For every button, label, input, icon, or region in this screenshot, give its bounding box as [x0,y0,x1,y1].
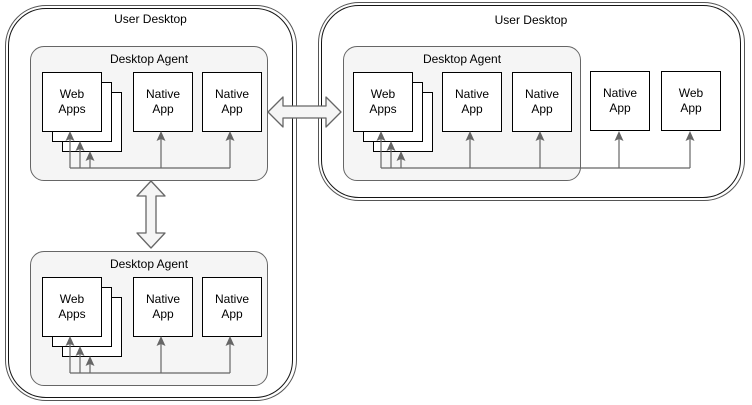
app-box-web-app-standalone: Web App [661,71,721,131]
app-box-web-apps: Web Apps [353,72,413,132]
app-label: Native App [602,86,637,115]
app-box-web-apps: Web Apps [42,72,102,132]
app-label: Native App [145,292,180,321]
desktop-title: User Desktop [494,13,568,27]
user-desktop-left: User Desktop Desktop Agent Web Apps Nati… [5,5,297,401]
app-box-native-app: Native App [133,277,193,337]
app-label: Web Apps [58,292,86,321]
app-box-native-app: Native App [202,277,262,337]
app-label: Web Apps [58,87,86,116]
agent-title: Desktop Agent [422,52,502,66]
app-box-native-app: Native App [512,72,572,132]
app-label: Native App [524,87,559,116]
app-label: Native App [214,87,249,116]
desktop-agent-right: Desktop Agent Web Apps Native App Native… [343,46,581,181]
agent-title: Desktop Agent [109,52,189,66]
app-box-native-app: Native App [133,72,193,132]
app-label: Native App [454,87,489,116]
app-box-native-app: Native App [442,72,502,132]
app-label: Native App [145,87,180,116]
desktop-title: User Desktop [114,12,187,26]
agent-title: Desktop Agent [109,257,189,271]
desktop-agent-left-bottom: Desktop Agent Web Apps Native App Native… [30,251,268,386]
app-label: Web App [678,86,704,115]
app-label: Native App [214,292,249,321]
app-box-native-app-standalone: Native App [590,71,650,131]
app-box-native-app: Native App [202,72,262,132]
user-desktop-right: User Desktop Desktop Agent Web Apps Nati… [318,2,745,201]
desktop-agent-left-top: Desktop Agent Web Apps Native App Native… [30,46,268,181]
app-label: Web Apps [369,87,397,116]
app-box-web-apps: Web Apps [42,277,102,337]
